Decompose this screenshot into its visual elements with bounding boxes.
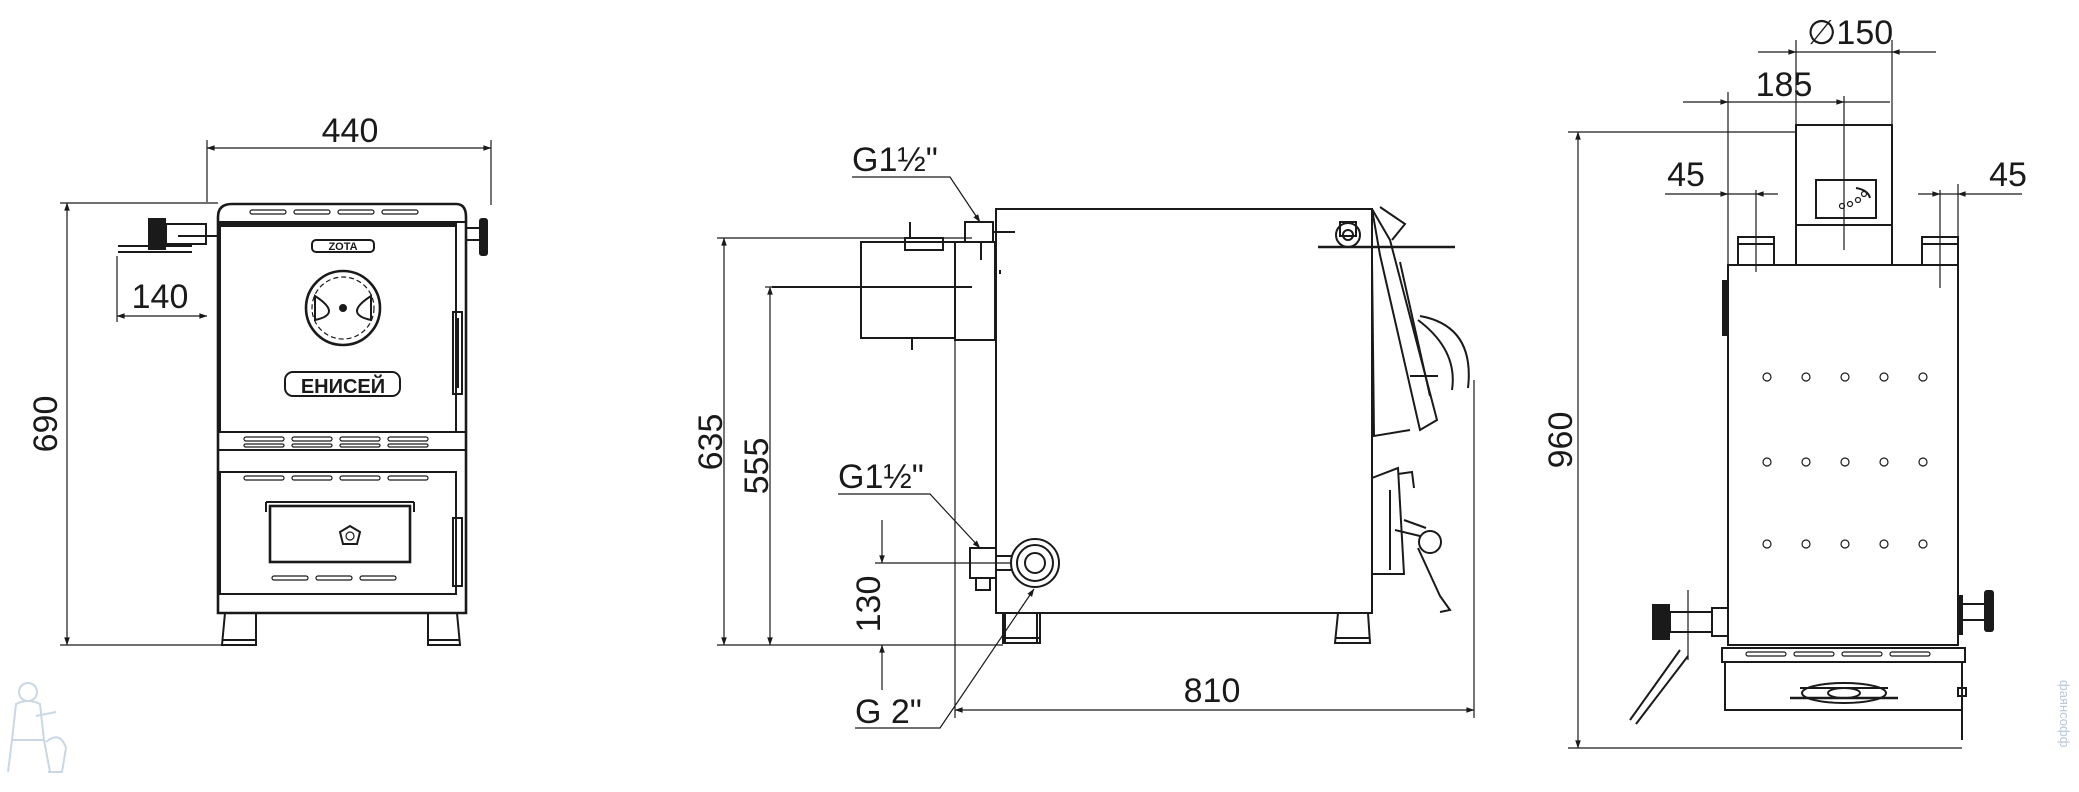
middle-inlet-label: G1½": [838, 458, 924, 496]
lower-vent-slots: [243, 475, 429, 581]
width-label: 440: [322, 112, 379, 150]
middle-vent-slots: [243, 436, 429, 448]
pipe-offset-dimension-140: 140: [116, 256, 208, 322]
right-pipe-offset-label: 45: [1989, 156, 2027, 194]
top-vent-slots: [249, 209, 419, 215]
side-lower-door: [1371, 466, 1452, 613]
name-plate: [284, 371, 401, 397]
height-555-label: 555: [738, 438, 776, 495]
top-inlet-fitting: [964, 221, 994, 243]
flue-offset-label: 185: [1756, 66, 1813, 104]
flue-diameter-label: ∅150: [1807, 14, 1893, 52]
watermark-text: фаянсофф: [2057, 680, 2072, 748]
rear-view: ∅150 185 45 45 960: [1542, 14, 2027, 749]
pipe-offset-label: 140: [132, 278, 189, 316]
drain-label: G 2": [855, 693, 922, 731]
front-view: 440 690 140 ZOTA: [27, 112, 492, 646]
brand-plate-text: ZOTA: [328, 241, 357, 253]
height-635-label: 635: [692, 414, 730, 471]
side-upper-door: [1318, 206, 1470, 438]
lower-door: [219, 471, 457, 595]
front-feet: [220, 612, 462, 646]
height-dimension-690: 690: [27, 202, 232, 646]
height-label: 690: [27, 396, 65, 453]
height-130-label: 130: [850, 576, 888, 633]
name-plate-text: ЕНИСЕЙ: [301, 374, 385, 398]
ash-drawer: [268, 504, 412, 564]
left-pipe-fitting: [118, 218, 218, 253]
plumber-logo-icon: [7, 682, 68, 773]
rivet-grid: [1762, 372, 1928, 549]
front-body-outline: [216, 202, 468, 615]
side-body: [995, 208, 1373, 614]
depth-label: 810: [1184, 672, 1241, 710]
rear-right-knob: [1957, 590, 1994, 632]
side-view: G1½" G1½" G 2" 635 555 130: [692, 141, 1475, 731]
damper-dots: [1838, 187, 1871, 210]
flue-damper-plate: [1815, 179, 1877, 219]
bottom-drain-fitting: [969, 538, 1060, 644]
tray-vents: [1745, 651, 1931, 657]
flue-pipe: [860, 241, 956, 339]
watermark: фаянсофф: [7, 680, 2072, 773]
left-pipe-offset-label: 45: [1667, 156, 1705, 194]
tray-wheel: [1790, 682, 1898, 704]
rear-left-fitting: [1629, 590, 1729, 725]
brand-plate: [311, 239, 375, 253]
air-damper-wheel: [304, 269, 382, 347]
drawer-knob-icon: [338, 524, 362, 545]
top-inlet-label: G1½": [852, 141, 938, 179]
height-960-label: 960: [1542, 412, 1580, 469]
width-dimension-440: 440: [206, 112, 492, 205]
upper-door-handle: [452, 311, 463, 395]
rear-body: [1727, 264, 1959, 646]
flue-collar: [954, 241, 996, 341]
upper-door: [219, 223, 457, 433]
right-knob: [465, 218, 488, 256]
